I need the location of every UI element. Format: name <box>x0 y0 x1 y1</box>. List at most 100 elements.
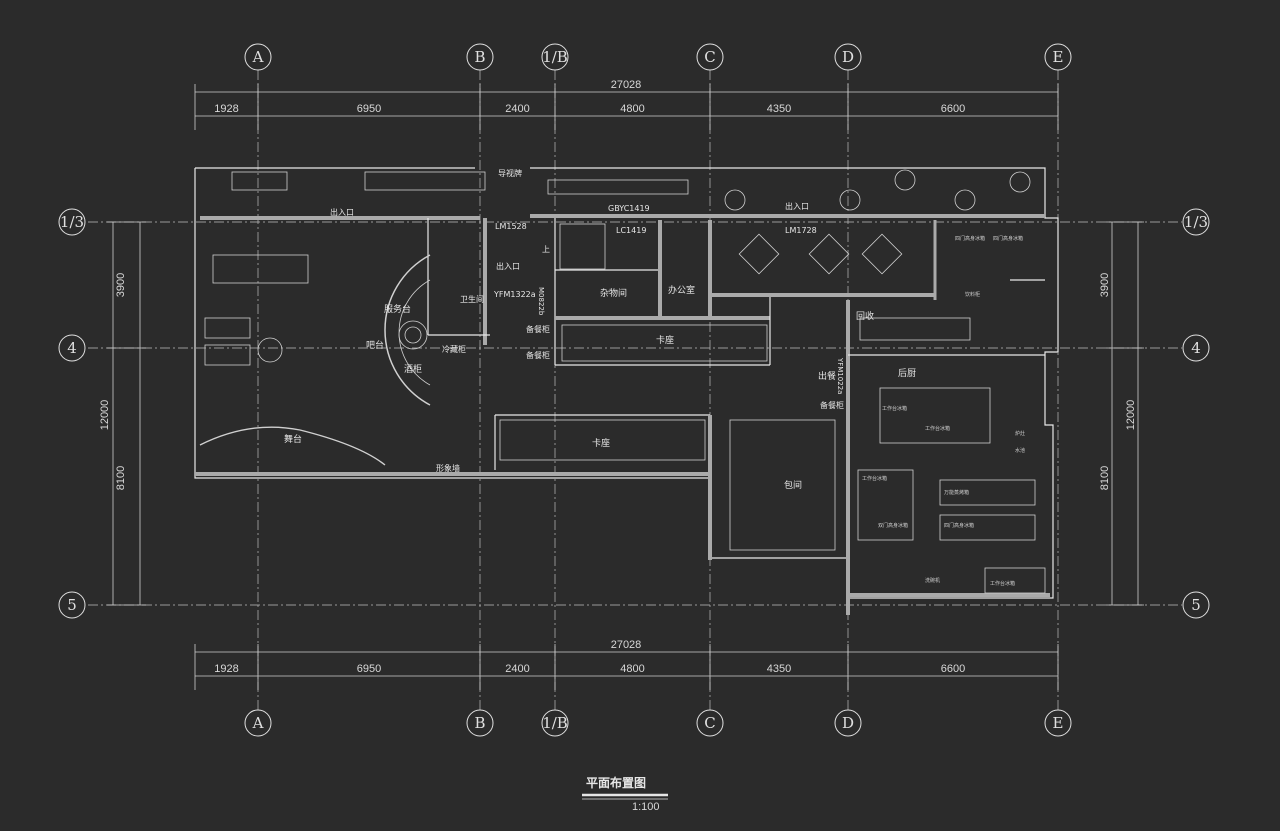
row-bubble-left-0: 1/3 <box>58 208 86 236</box>
col-bubble-top-0-text: A <box>252 48 264 66</box>
row-bubble-left-1-circle <box>58 334 86 362</box>
col-bubble-bottom-5: E <box>1044 709 1072 737</box>
row-bubble-right-1-text: 4 <box>1191 339 1201 357</box>
dim-seg-text-bottom-5: 6600 <box>941 663 965 675</box>
dim-vseg-text-right-1: 8100 <box>1099 466 1111 490</box>
label-booth-bottom: 卡座 <box>592 437 610 449</box>
label-booth-top: 卡座 <box>656 334 674 346</box>
dim-seg-text-bottom-3: 4800 <box>620 663 644 675</box>
label-four-door: 四门高身冰箱 <box>944 522 974 529</box>
col-bubble-top-3-text: C <box>704 48 715 66</box>
dim-seg-text-bottom-2: 2400 <box>505 663 529 675</box>
col-bubble-bottom-4-circle <box>834 709 862 737</box>
label-lc: LC1419 <box>616 226 646 235</box>
row-bubble-left-0-circle <box>58 208 86 236</box>
label-door-yfm: YFM1322a <box>493 290 536 299</box>
dim-seg-text-bottom-1: 6950 <box>357 663 381 675</box>
row-bubble-right-2-text: 5 <box>1191 596 1201 614</box>
col-bubble-top-4: D <box>834 43 862 71</box>
row-bubble-right-2-circle <box>1182 591 1210 619</box>
row-bubble-left-1-text: 4 <box>67 339 77 357</box>
col-bubble-top-5-text: E <box>1053 48 1064 66</box>
walls <box>194 167 1059 615</box>
row-bubble-left-0-text: 1/3 <box>60 213 84 231</box>
col-bubble-bottom-4-text: D <box>842 714 854 732</box>
label-drinks: 饮料柜 <box>965 291 980 298</box>
label-recycle: 回收 <box>856 310 874 322</box>
dim-seg-text-bottom-0: 1928 <box>214 663 238 675</box>
dim-vtotal-text-right: 12000 <box>1125 400 1137 431</box>
dim-vtotal-text-left: 12000 <box>99 400 111 431</box>
col-bubble-top-1-text: B <box>474 48 485 66</box>
label-guide-sign: 导视牌 <box>498 168 522 178</box>
col-bubble-top-2: 1/B <box>541 43 569 71</box>
row-bubble-right-1-circle <box>1182 334 1210 362</box>
label-pantry2: 备餐柜 <box>526 350 550 360</box>
drawing-title: 平面布置图 <box>586 775 646 790</box>
col-bubble-top-4-circle <box>834 43 862 71</box>
label-office: 办公室 <box>668 284 695 296</box>
label-worktable: 工作台冰箱 <box>990 580 1015 587</box>
col-bubble-bottom-5-circle <box>1044 709 1072 737</box>
col-bubble-bottom-3-circle <box>696 709 724 737</box>
title-block: 平面布置图 1:100 <box>582 775 668 813</box>
col-bubble-top-0: A <box>244 43 272 71</box>
label-stove: 炉灶 <box>1015 430 1025 437</box>
label-door-yfm2: YFM1022a <box>836 357 844 394</box>
dim-seg-text-bottom-4: 4350 <box>767 663 791 675</box>
row-bubble-left-2-text: 5 <box>67 596 77 614</box>
label-storage: 杂物间 <box>600 287 627 299</box>
dim-vseg-text-left-0: 3900 <box>115 273 127 297</box>
label-bar: 吧台 <box>366 339 384 351</box>
dim-vseg-text-left-1: 8100 <box>115 466 127 490</box>
label-serving: 出餐 <box>818 370 836 382</box>
col-bubble-bottom-5-text: E <box>1053 714 1064 732</box>
col-bubble-top-5: E <box>1044 43 1072 71</box>
dim-vseg-text-right-0: 3900 <box>1099 273 1111 297</box>
grid-axis-lines <box>88 70 1182 710</box>
row-bubble-right-1: 4 <box>1182 334 1210 362</box>
label-dish: 洗碗机 <box>925 577 940 584</box>
dim-seg-text-top-4: 4350 <box>767 103 791 115</box>
col-bubble-top-1-circle <box>466 43 494 71</box>
col-bubble-top-0-circle <box>244 43 272 71</box>
label-door-8225: M0822b <box>537 287 545 316</box>
dim-seg-text-top-3: 4800 <box>620 103 644 115</box>
label-workbench-fridge1: 工作台冰箱 <box>882 405 907 412</box>
dim-total-text-top: 27028 <box>611 79 642 91</box>
label-freezer1: 四门高身冰箱 <box>955 235 985 242</box>
label-sink: 水池 <box>1015 447 1025 454</box>
row-bubble-right-0-circle <box>1182 208 1210 236</box>
dim-seg-text-top-5: 6600 <box>941 103 965 115</box>
label-service-desk: 服务台 <box>384 303 411 315</box>
col-bubble-bottom-0-circle <box>244 709 272 737</box>
label-entrance-left: 出入口 <box>330 207 354 217</box>
col-bubble-top-5-circle <box>1044 43 1072 71</box>
label-stair-up: 上 <box>542 245 550 254</box>
label-workbench-fridge2: 工作台冰箱 <box>925 425 950 432</box>
row-bubble-right-0: 1/3 <box>1182 208 1210 236</box>
col-bubble-bottom-1: B <box>466 709 494 737</box>
kitchen-labels: 四门高身冰箱 四门高身冰箱 工作台冰箱 工作台冰箱 工作台冰箱 双门高身冰箱 工… <box>862 235 1025 587</box>
drawing-scale: 1:100 <box>632 801 660 813</box>
row-bubble-left-2: 5 <box>58 591 86 619</box>
label-workbench-fridge3: 工作台冰箱 <box>862 475 887 482</box>
room-labels: 出入口 导视牌 GBYC1419 LC1419 LM1528 出入口 LM172… <box>284 168 916 491</box>
dim-seg-text-top-1: 6950 <box>357 103 381 115</box>
col-bubble-bottom-2-text: 1/B <box>542 714 568 732</box>
label-stage: 舞台 <box>284 433 302 445</box>
col-bubble-bottom-2-circle <box>541 709 569 737</box>
dim-total-text-bottom: 27028 <box>611 639 642 651</box>
col-bubble-top-2-text: 1/B <box>542 48 568 66</box>
row-bubble-left-2-circle <box>58 591 86 619</box>
row-bubble-left-1: 4 <box>58 334 86 362</box>
row-bubble-right-0-text: 1/3 <box>1184 213 1208 231</box>
label-entrance-right: 出入口 <box>785 201 809 211</box>
label-image-wall: 形象墙 <box>436 463 460 473</box>
col-bubble-top-3-circle <box>696 43 724 71</box>
label-private-room: 包间 <box>784 479 802 491</box>
label-wine-cabinet: 酒柜 <box>404 363 422 375</box>
label-pantry3: 备餐柜 <box>820 400 844 410</box>
dim-seg-text-top-2: 2400 <box>505 103 529 115</box>
